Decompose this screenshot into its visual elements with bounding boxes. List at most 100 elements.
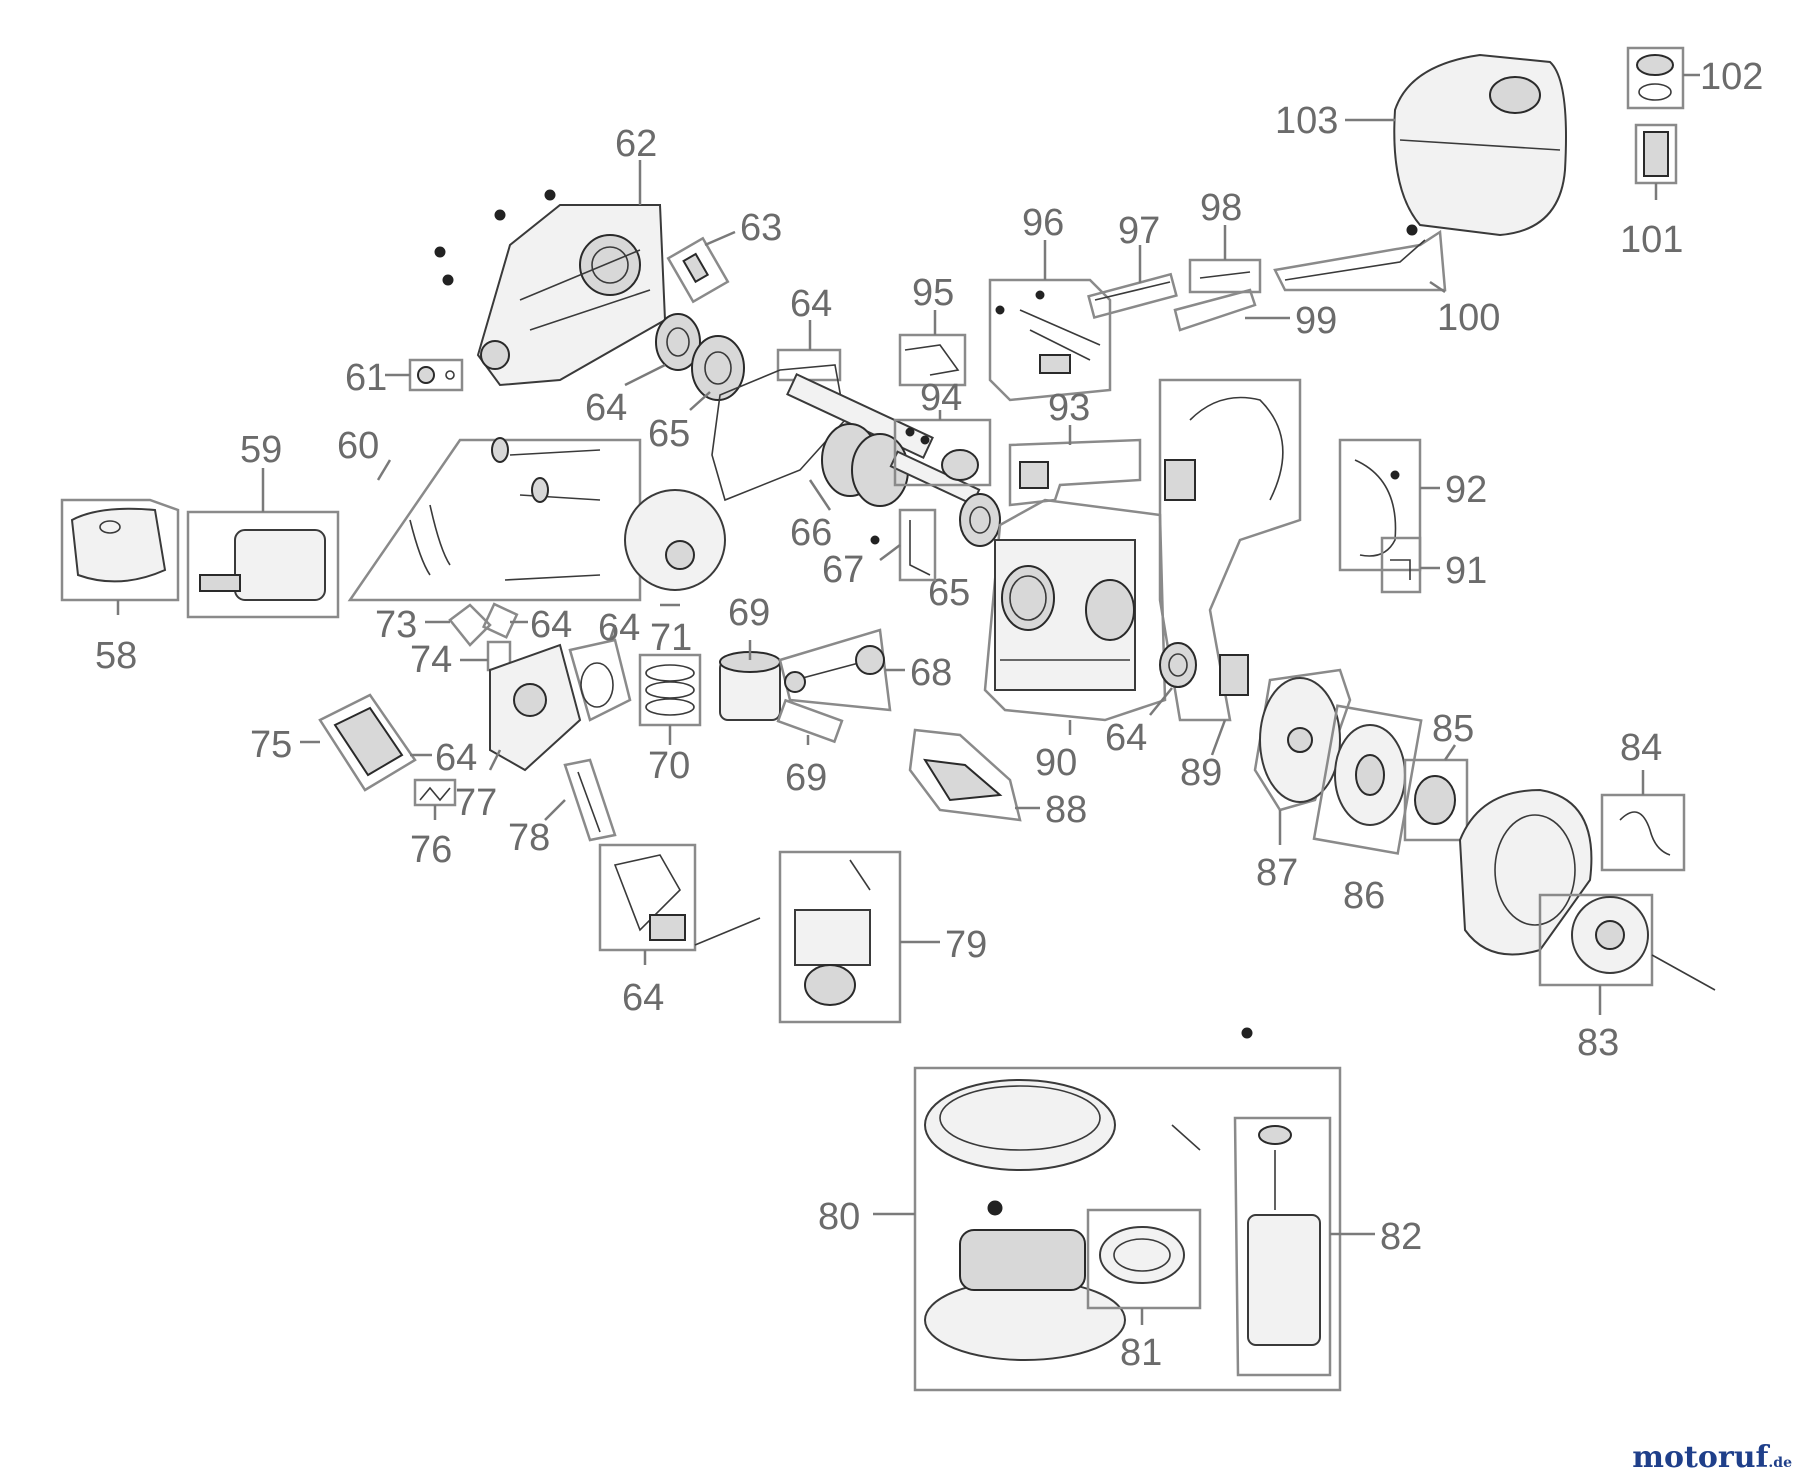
part-99-box — [1173, 288, 1257, 332]
label-85: 85 — [1432, 708, 1474, 750]
label-74: 74 — [410, 639, 452, 681]
label-64-a: 64 — [585, 387, 627, 429]
label-88: 88 — [1045, 789, 1087, 831]
part-65-bearing — [691, 335, 745, 401]
label-61: 61 — [345, 357, 387, 399]
part-62-crankcase-cover — [434, 189, 667, 387]
label-89: 89 — [1180, 752, 1222, 794]
part-69-piston — [719, 651, 781, 721]
label-64-b: 64 — [790, 283, 832, 325]
label-86: 86 — [1343, 875, 1385, 917]
label-92: 92 — [1445, 469, 1487, 511]
label-81: 81 — [1120, 1332, 1162, 1374]
part-81-box — [1086, 1208, 1202, 1310]
part-103-fuel-tank — [1393, 53, 1567, 237]
part-60-box — [347, 438, 642, 602]
part-92-box — [1338, 438, 1422, 572]
label-69-b: 69 — [785, 757, 827, 799]
label-64-g: 64 — [622, 977, 664, 1019]
part-82-air-cleaner-housing — [1247, 1125, 1321, 1346]
label-90: 90 — [1035, 742, 1077, 784]
label-100: 100 — [1437, 297, 1500, 339]
label-69-a: 69 — [728, 592, 770, 634]
part-97-box — [1087, 272, 1178, 320]
part-73-box — [448, 603, 492, 647]
label-71: 71 — [650, 617, 692, 659]
part-66-crankshaft — [786, 373, 981, 507]
label-103: 103 — [1275, 100, 1338, 142]
brand-tld: .de — [1768, 1455, 1792, 1471]
label-80: 80 — [818, 1196, 860, 1238]
part-93-box — [1008, 438, 1142, 507]
label-84: 84 — [1620, 727, 1662, 769]
label-96: 96 — [1022, 202, 1064, 244]
part-90-cylinder-block — [994, 539, 1136, 691]
label-62: 62 — [615, 123, 657, 165]
part-91-box — [1380, 536, 1422, 594]
label-82: 82 — [1380, 1216, 1422, 1258]
part-102-box — [1626, 46, 1685, 110]
part-69-pin-box — [776, 698, 844, 744]
label-79: 79 — [945, 924, 987, 966]
part-78-box — [563, 758, 617, 842]
label-64-f: 64 — [435, 737, 477, 779]
part-94-box — [893, 418, 992, 487]
part-76-box — [413, 778, 457, 807]
label-76: 76 — [410, 829, 452, 871]
part-98-box — [1188, 258, 1262, 294]
part-86-box — [1312, 704, 1423, 855]
part-84-box — [1600, 793, 1686, 872]
part-64-intake-box — [598, 843, 697, 952]
part-80-air-filter-cover — [924, 1079, 1116, 1171]
label-73: 73 — [375, 604, 417, 646]
label-87: 87 — [1256, 852, 1298, 894]
part-79-carburetor — [794, 859, 871, 1006]
part-64-bearing-seal — [655, 313, 701, 371]
brand-watermark: motoruf.de — [1632, 1440, 1792, 1475]
label-60: 60 — [337, 425, 379, 467]
label-70: 70 — [648, 745, 690, 787]
part-63-drain-plug — [666, 236, 730, 304]
part-100-box — [1273, 229, 1447, 292]
label-98: 98 — [1200, 187, 1242, 229]
label-77: 77 — [455, 782, 497, 824]
part-96-box — [988, 278, 1112, 402]
label-91: 91 — [1445, 550, 1487, 592]
label-78: 78 — [508, 817, 550, 859]
part-87-box — [1253, 668, 1352, 812]
label-99: 99 — [1295, 300, 1337, 342]
label-64-c: 64 — [1105, 717, 1147, 759]
label-68: 68 — [910, 652, 952, 694]
part-83-box — [1538, 893, 1654, 987]
label-101: 101 — [1620, 219, 1683, 261]
brand-name: motoruf — [1632, 1440, 1769, 1475]
part-95-box — [898, 333, 967, 387]
part-60-valve-train — [409, 437, 601, 581]
part-80-air-filter-base — [924, 1200, 1126, 1361]
part-89-box — [1158, 378, 1302, 722]
label-97: 97 — [1118, 210, 1160, 252]
label-64-e: 64 — [598, 607, 640, 649]
label-67: 67 — [822, 549, 864, 591]
label-66: 66 — [790, 512, 832, 554]
part-79-box — [778, 850, 902, 1024]
part-88-box — [908, 728, 1022, 822]
part-64-gasket-small-box — [481, 602, 519, 639]
label-102: 102 — [1700, 56, 1763, 98]
label-95: 95 — [912, 272, 954, 314]
label-94: 94 — [920, 377, 962, 419]
part-fan-housing — [1458, 788, 1593, 956]
part-90-box — [983, 498, 1167, 722]
label-75: 75 — [250, 724, 292, 766]
label-64-d: 64 — [530, 604, 572, 646]
part-60-cam-gear — [624, 489, 726, 591]
part-64-head-gasket-box — [568, 638, 632, 722]
part-77-cylinder-head — [489, 643, 582, 772]
label-58: 58 — [95, 635, 137, 677]
part-58-muffler-guard — [70, 507, 167, 583]
part-85-box — [1403, 758, 1469, 842]
part-75-box — [318, 693, 417, 792]
label-59: 59 — [240, 429, 282, 471]
part-58-box — [60, 498, 180, 602]
